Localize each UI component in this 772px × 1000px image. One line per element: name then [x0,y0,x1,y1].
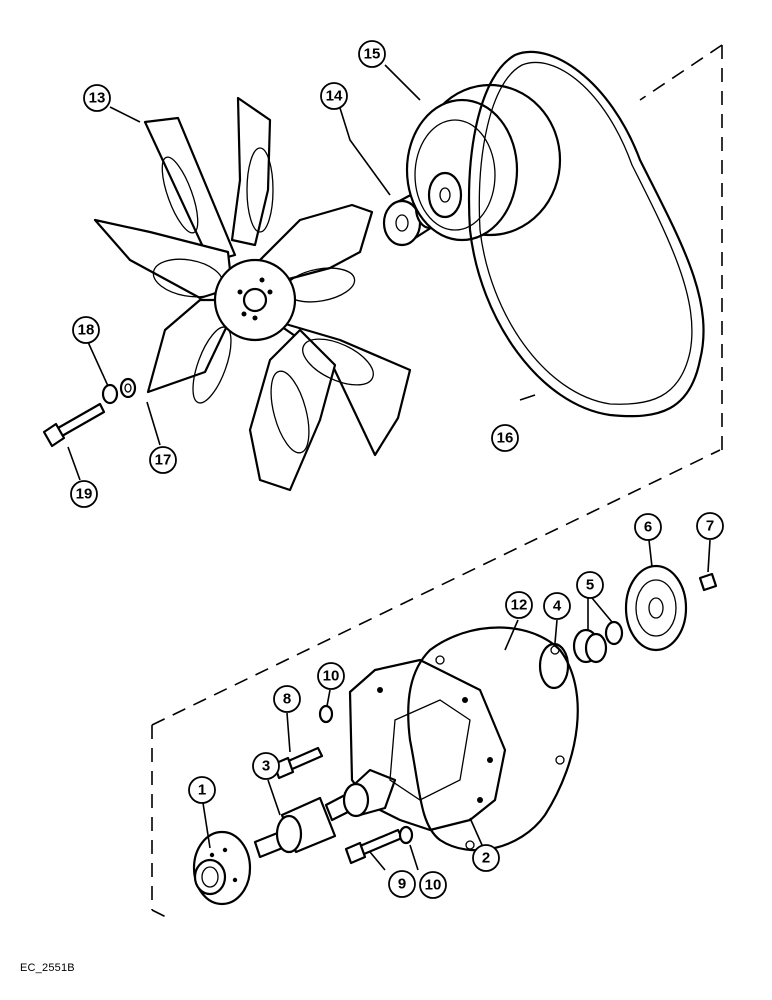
seal-assembly-5 [572,620,624,664]
washer-10-top [318,704,334,724]
drawing-reference-code: EC_2551B [20,962,75,974]
callout-2: 2 [472,844,500,872]
leader-lines [67,64,711,871]
drive-belt [467,50,705,418]
callout-label: 15 [364,46,381,63]
callout-18: 18 [72,316,100,344]
lock-washer-18 [101,383,119,405]
callout-19: 19 [70,480,98,508]
callout-label: 14 [326,88,343,105]
callout-label: 10 [425,877,442,894]
water-pump-body [342,658,507,832]
callout-label: 1 [198,782,206,799]
o-ring-4 [538,642,570,690]
washer-10-bottom [398,825,414,845]
callout-label: 2 [482,850,490,867]
pump-hub [192,830,252,906]
pump-gasket [407,626,579,852]
callout-4: 4 [543,592,571,620]
callout-10-top: 10 [317,662,345,690]
callout-7: 7 [696,512,724,540]
callout-14: 14 [320,82,348,110]
callout-label: 13 [89,90,106,107]
callout-label: 7 [706,518,714,535]
bolt-9 [344,828,404,865]
callout-5: 5 [576,571,604,599]
callout-label: 4 [553,598,562,615]
callout-1: 1 [188,776,216,804]
fan-pulley [405,83,562,242]
callout-label: 8 [283,691,291,708]
callout-13: 13 [83,84,111,112]
callout-3: 3 [252,752,280,780]
callout-6: 6 [634,513,662,541]
fan-bolt-19 [42,402,106,448]
callout-15: 15 [358,40,386,68]
washer-17 [119,377,137,399]
callout-label: 5 [586,577,594,594]
callout-label: 19 [76,486,93,503]
callout-9: 9 [388,870,416,898]
callout-label: 16 [497,430,514,447]
callout-label: 10 [323,668,340,685]
impeller-6 [624,564,688,652]
callout-17: 17 [149,446,177,474]
callout-10-bottom: 10 [419,871,447,899]
callout-label: 9 [398,876,406,893]
callout-label: 3 [262,758,270,775]
pump-shaft-bearing [253,793,354,859]
bolt-8 [272,746,324,780]
assembly-boundary [151,44,723,921]
callout-16: 16 [491,424,519,452]
fan-blade-assembly [93,96,412,492]
callout-12: 12 [505,591,533,619]
callout-label: 17 [155,452,172,469]
callout-label: 12 [511,597,528,614]
callout-8: 8 [273,685,301,713]
plug-7 [698,572,718,592]
callout-label: 6 [644,519,652,536]
callout-label: 18 [78,322,95,339]
